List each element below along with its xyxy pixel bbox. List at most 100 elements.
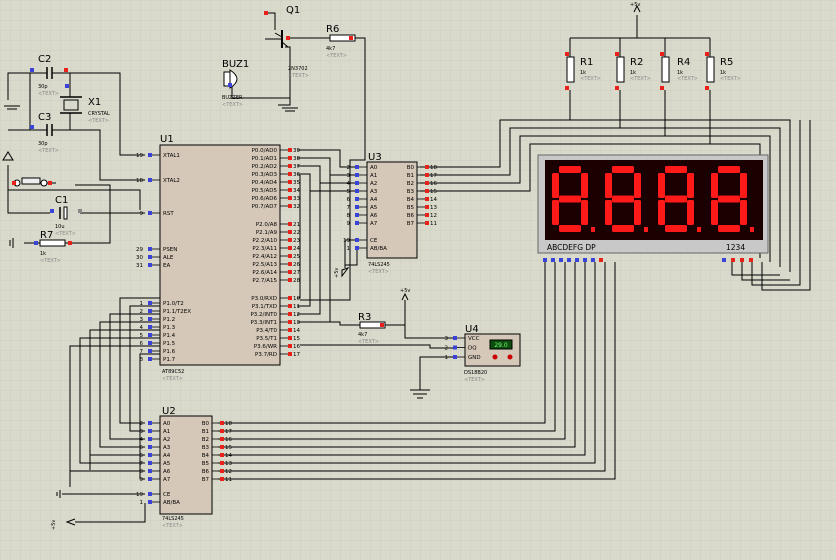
pin-terminal[interactable] <box>425 221 429 225</box>
pin-terminal[interactable] <box>148 178 152 182</box>
pin-terminal[interactable] <box>288 238 292 242</box>
pin-terminal[interactable] <box>220 429 224 433</box>
pin-terminal[interactable] <box>148 453 152 457</box>
display-segment-pin[interactable] <box>575 258 579 262</box>
display-segment-pin[interactable] <box>551 258 555 262</box>
pin-terminal[interactable] <box>355 189 359 193</box>
display-segment-pin[interactable] <box>559 258 563 262</box>
pin-terminal[interactable] <box>288 196 292 200</box>
pin-terminal[interactable] <box>148 349 152 353</box>
pin-terminal[interactable] <box>288 164 292 168</box>
pin-terminal[interactable] <box>355 246 359 250</box>
pin-terminal[interactable] <box>148 469 152 473</box>
pin-terminal[interactable] <box>425 181 429 185</box>
resistor-r3[interactable]: R3 4k7 <TEXT> <box>358 312 386 345</box>
pin-terminal[interactable] <box>148 263 152 267</box>
resistor-r4[interactable]: R4 1k <TEXT> <box>660 52 698 90</box>
display-digit-pin[interactable] <box>722 258 726 262</box>
resistor-r1[interactable]: R1 1k <TEXT> <box>565 52 601 90</box>
pin-terminal[interactable] <box>288 352 292 356</box>
pin-terminal[interactable] <box>288 204 292 208</box>
pin-terminal[interactable] <box>288 304 292 308</box>
pin-terminal[interactable] <box>220 477 224 481</box>
pin-terminal[interactable] <box>288 336 292 340</box>
pin-terminal[interactable] <box>453 345 457 350</box>
resistor-r2[interactable]: R2 1k <TEXT> <box>615 52 651 90</box>
pin-terminal[interactable] <box>220 461 224 465</box>
pin-terminal[interactable] <box>148 247 152 251</box>
display-digit-pin[interactable] <box>731 258 735 262</box>
transistor-q1[interactable]: Q1 2N3702 <TEXT> <box>264 5 309 79</box>
pin-terminal[interactable] <box>288 254 292 258</box>
pin-terminal[interactable] <box>148 421 152 425</box>
pin-terminal[interactable] <box>220 437 224 441</box>
pin-terminal[interactable] <box>288 270 292 274</box>
pin-terminal[interactable] <box>220 469 224 473</box>
pin-terminal[interactable] <box>288 188 292 192</box>
pin-terminal[interactable] <box>148 461 152 465</box>
pin-terminal[interactable] <box>148 445 152 449</box>
crystal-x1[interactable]: X1 CRYSTAL <TEXT> <box>60 84 110 124</box>
pin-terminal[interactable] <box>288 328 292 332</box>
buzzer-buz1[interactable]: BUZ1 BUZZER <TEXT> <box>222 59 249 108</box>
pin-terminal[interactable] <box>148 477 152 481</box>
pin-terminal[interactable] <box>355 165 359 169</box>
display-segment-pin[interactable] <box>591 258 595 262</box>
pin-terminal[interactable] <box>288 278 292 282</box>
display-digit-pin[interactable] <box>740 258 744 262</box>
pin-terminal[interactable] <box>288 344 292 348</box>
pin-terminal[interactable] <box>425 213 429 217</box>
pin-terminal[interactable] <box>453 336 457 340</box>
pin-terminal[interactable] <box>220 453 224 457</box>
pin-terminal[interactable] <box>355 205 359 209</box>
reset-switch[interactable] <box>2 151 52 187</box>
pin-terminal[interactable] <box>355 221 359 225</box>
display-segment-pin[interactable] <box>599 258 603 262</box>
pin-terminal[interactable] <box>288 222 292 226</box>
pin-terminal[interactable] <box>288 262 292 266</box>
pin-terminal[interactable] <box>425 189 429 193</box>
pin-terminal[interactable] <box>148 333 152 337</box>
pin-terminal[interactable] <box>288 156 292 160</box>
pin-terminal[interactable] <box>148 211 152 215</box>
pin-terminal[interactable] <box>355 197 359 201</box>
pin-terminal[interactable] <box>355 238 359 242</box>
pin-terminal[interactable] <box>425 165 429 169</box>
pin-terminal[interactable] <box>148 500 152 504</box>
pin-terminal[interactable] <box>148 325 152 329</box>
display-digit-pin[interactable] <box>749 258 753 262</box>
display-segment-pin[interactable] <box>567 258 571 262</box>
pin-terminal[interactable] <box>220 421 224 425</box>
pin-terminal[interactable] <box>355 173 359 177</box>
pin-terminal[interactable] <box>288 230 292 234</box>
pin-terminal[interactable] <box>288 296 292 300</box>
capacitor-c2[interactable]: C2 30p <TEXT> <box>30 54 70 97</box>
pin-terminal[interactable] <box>148 153 152 157</box>
seven-segment-display[interactable]: ABCDEFG DP 1234 <box>537 154 769 262</box>
pin-terminal[interactable] <box>288 148 292 152</box>
pin-terminal[interactable] <box>148 341 152 345</box>
pin-terminal[interactable] <box>288 246 292 250</box>
pin-terminal[interactable] <box>288 312 292 316</box>
pin-terminal[interactable] <box>148 255 152 259</box>
pin-terminal[interactable] <box>425 197 429 201</box>
pin-terminal[interactable] <box>355 181 359 185</box>
pin-terminal[interactable] <box>148 492 152 496</box>
capacitor-c3[interactable]: C3 30p <TEXT> <box>30 112 70 154</box>
pin-terminal[interactable] <box>288 320 292 324</box>
pin-terminal[interactable] <box>148 429 152 433</box>
pin-terminal[interactable] <box>148 437 152 441</box>
pin-terminal[interactable] <box>148 301 152 305</box>
resistor-r5[interactable]: R5 1k <TEXT> <box>705 52 741 90</box>
pin-terminal[interactable] <box>288 180 292 184</box>
pin-terminal[interactable] <box>425 173 429 177</box>
resistor-r7[interactable]: R7 1k <TEXT> <box>34 230 72 264</box>
pin-terminal[interactable] <box>148 317 152 321</box>
pin-terminal[interactable] <box>148 357 152 361</box>
resistor-r6[interactable]: R6 4k7 <TEXT> <box>326 24 356 59</box>
